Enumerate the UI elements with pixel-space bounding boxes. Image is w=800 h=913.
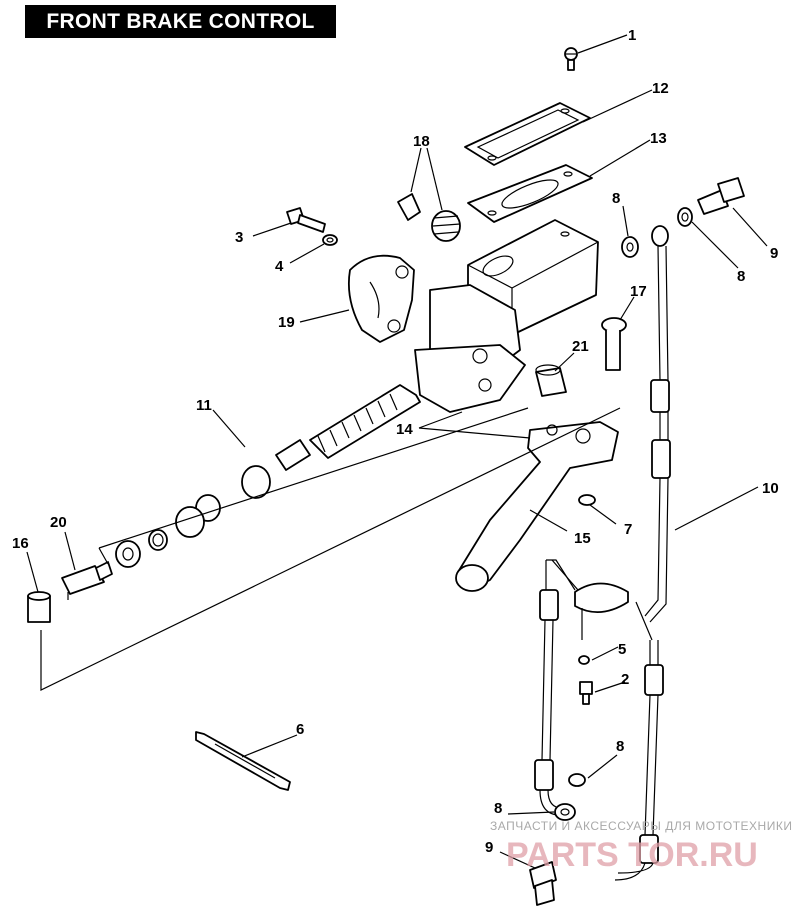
callout-8-right: 8 [737, 268, 745, 285]
watermark-tagline: ЗАПЧАСТИ И АКСЕССУАРЫ ДЛЯ МОТОТЕХНИКИ [490, 819, 792, 833]
callout-12: 12 [652, 80, 669, 97]
part-15-brake-lever [455, 421, 619, 592]
callout-19: 19 [278, 314, 295, 331]
watermark: ЗАПЧАСТИ И АКСЕССУАРЫ ДЛЯ МОТОТЕХНИКИ PA… [490, 819, 792, 874]
part-16-cap [27, 591, 51, 623]
part-10-brake-line [534, 225, 671, 881]
part-9-banjo-bolt-top [697, 177, 745, 215]
callout-6: 6 [296, 721, 304, 738]
callout-8-lower: 8 [616, 738, 624, 755]
watermark-logo-text: PARTS TOR.RU [506, 836, 758, 874]
part-8-washer-top [621, 236, 639, 258]
callout-8-top: 8 [612, 190, 620, 207]
callout-15: 15 [574, 530, 591, 547]
part-3-bolt [286, 207, 326, 233]
callout-18: 18 [413, 133, 430, 150]
master-cylinder-body [414, 219, 599, 413]
part-12-reservoir-cover [464, 102, 591, 166]
part-7-clip [578, 494, 596, 506]
part-11-piston-assembly [115, 384, 421, 568]
part-8-washer-right [677, 207, 693, 227]
part-4-washer [322, 234, 338, 246]
part-13-diaphragm [467, 164, 593, 223]
part-5-lockwasher [578, 655, 590, 665]
diagram-title: FRONT BRAKE CONTROL [25, 5, 336, 38]
callout-8-bottom: 8 [494, 800, 502, 817]
part-18-rubber-boots [397, 193, 461, 242]
callout-1: 1 [628, 27, 636, 44]
part-20-fitting [61, 561, 113, 600]
part-9-banjo-bolt-bottom [529, 861, 557, 906]
callout-9-bottom: 9 [485, 839, 493, 856]
part-6-cable-strap [195, 731, 291, 791]
callout-5: 5 [618, 641, 626, 658]
callout-21: 21 [572, 338, 589, 355]
callout-3: 3 [235, 229, 243, 246]
callout-20: 20 [50, 514, 67, 531]
callout-16: 16 [12, 535, 29, 552]
part-19-clamp [347, 254, 415, 343]
part-8-washer-bottom [554, 803, 576, 821]
leader-lines [26, 34, 768, 869]
callout-labels: 1 12 13 18 8 3 4 9 8 17 19 21 11 14 10 2… [12, 27, 779, 856]
callout-10: 10 [762, 480, 779, 497]
part-1-screw [564, 47, 578, 71]
callout-17: 17 [630, 283, 647, 300]
callout-13: 13 [650, 130, 667, 147]
callout-9-top: 9 [770, 245, 778, 262]
part-21-bushing [535, 364, 567, 397]
callout-14: 14 [396, 421, 413, 438]
callout-2: 2 [621, 671, 629, 688]
callout-7: 7 [624, 521, 632, 538]
part-8-washer-lower [568, 773, 586, 787]
callout-11: 11 [196, 397, 212, 414]
part-2-screw [579, 681, 593, 705]
callout-4: 4 [275, 258, 284, 275]
part-17-pivot-pin [601, 317, 627, 371]
